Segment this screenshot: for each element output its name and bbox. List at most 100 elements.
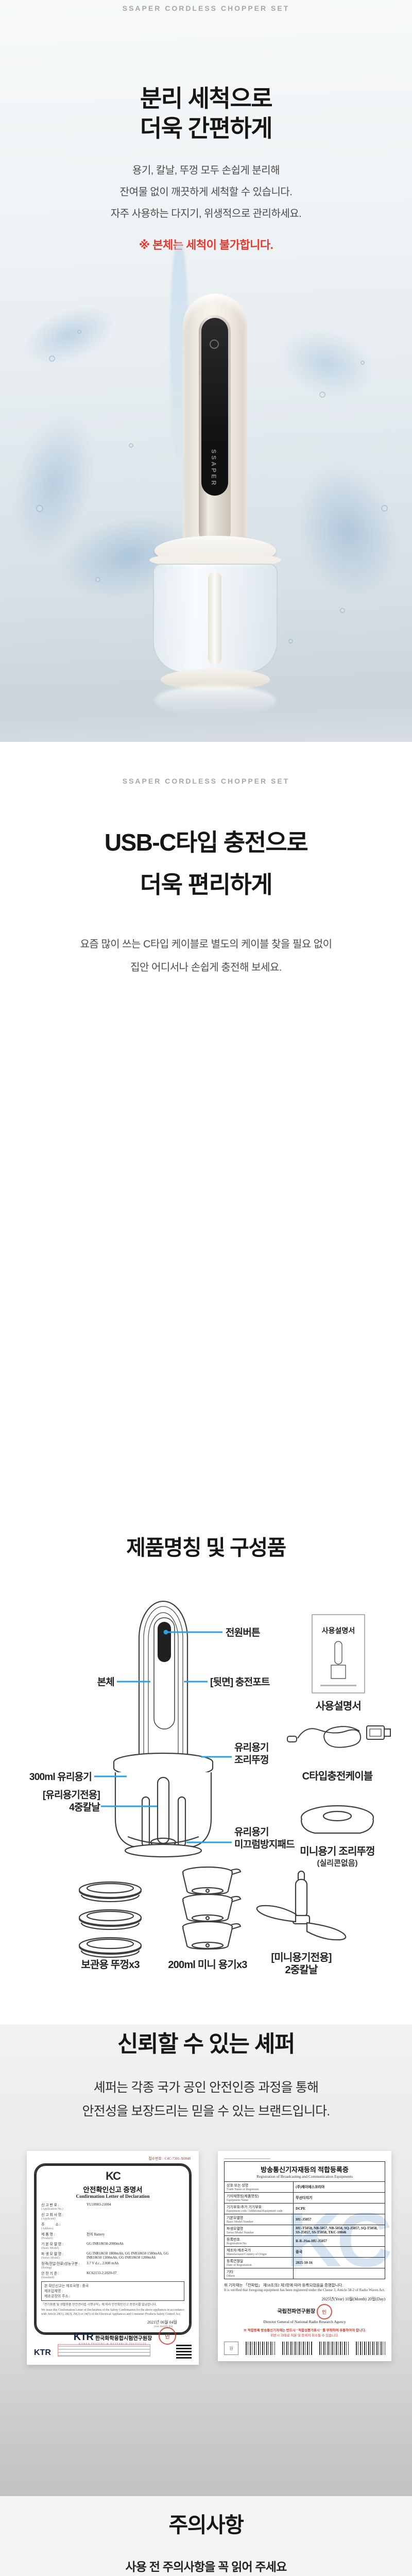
caption-mini-cups: 200ml 미니 용기x3 — [168, 1959, 247, 1971]
cert-left-date: 2021년 06월 04일 — [147, 2320, 177, 2325]
cert-left-fields: 신 고 번 호 :(Application No.) YU10903-21004… — [41, 2202, 184, 2279]
caption-mini-lid: 미니용기 조리뚜껑 — [300, 1845, 375, 1857]
cert-field-row: 신 고 번 호 :(Application No.) YU10903-21004 — [41, 2202, 111, 2211]
label-charge-port: [뒷면] 충전포트 — [210, 1676, 270, 1688]
section-parts: 제품명칭 및 구성품 전원버튼 본체 — [0, 1494, 412, 2025]
section-warnings: 주의사항 사용 전 주의사항을 꼭 읽어 주세요 -본 제품은 가정용으로, 지… — [0, 2496, 412, 2576]
cert-left-subtitle: Confirmation Letter of Declaration — [76, 2194, 150, 2199]
cert-legal-en: We issue this Confirmation Letter of Dec… — [41, 2309, 184, 2316]
cert-right-title: 방송통신기자재등의 적합등록증 — [261, 2166, 349, 2174]
hero-wash-title-line2: 더욱 간편하게 — [140, 115, 273, 142]
section-hero-wash: SSAPER CORDLESS CHOPPER SET 분리 세척으로 더욱 간… — [0, 0, 412, 742]
certificate-kc-declaration: 접수번호 : C4C-7301-X0848 KC 안전확인신고 증명서 Conf… — [27, 2151, 199, 2365]
cert-title: 신뢰할 수 있는 셰퍼 — [117, 2031, 296, 2057]
cert-statement-ko: 위 기자재는 「전파법」 제58조의2 제3항에 따라 등록되었음을 증명합니다… — [224, 2283, 344, 2287]
hero-wash-body-3: 자주 사용하는 다지기, 위생적으로 관리하세요. — [110, 208, 302, 219]
device-control-panel: SSAPER — [199, 315, 231, 547]
caption-cable: C타입충전케이블 — [302, 1770, 373, 1782]
power-button-icon — [210, 340, 219, 349]
barcode-strip: 원 — [224, 2342, 386, 2355]
certificate-radio-registration: KC 방송통신기자재등의 적합등록증 Registration of Broad… — [218, 2151, 392, 2361]
parts-title: 제품명칭 및 구성품 — [126, 1536, 286, 1560]
caption-mini-lid-sub: (실리콘없음) — [317, 1859, 358, 1868]
cert-field-row: 신 고 회 사 명 :(Applicant) — [41, 2213, 63, 2221]
cert-field-row: 기 본 모 델 명 :(Basic Model) GG INR18650-200… — [41, 2242, 124, 2250]
warnings-subtitle: 사용 전 주의사항을 꼭 읽어 주세요 — [125, 2560, 287, 2573]
label-glass-jar: 300ml 유리용기 — [29, 1771, 92, 1783]
label-glass-lid-2: 조리뚜껑 — [234, 1754, 269, 1766]
red-note-illegible — [58, 2344, 150, 2357]
mini-lid-icon — [300, 1805, 374, 1834]
dual-blade-icon — [256, 1870, 347, 1941]
hero-usb-title-line1: USB-C타입 충전으로 — [104, 829, 308, 856]
ktr-logo: KTR — [73, 2331, 94, 2343]
cert-field-row: 제 품 명 :(Product) 전지 Battery — [41, 2232, 105, 2240]
qr-code — [176, 2343, 192, 2359]
hero-wash-title-line1: 분리 세척으로 — [140, 85, 273, 112]
cert-origin-1: 본 확인신고는 제조국명 : 중국 — [44, 2284, 89, 2288]
ktr-org-name: 한국화학융합시험연구원장 — [95, 2336, 152, 2342]
ktr-logo-bottom: KTR — [34, 2348, 51, 2357]
label-blade4-1: [유리용기전용] — [43, 1789, 100, 1801]
label-glass-lid-1: 유리용기 — [234, 1742, 269, 1753]
kc-logo: KC — [106, 2170, 121, 2182]
diagram-power-button — [158, 1622, 171, 1662]
red-stamp: 인 — [159, 2327, 176, 2345]
cert-red-note-2: 위반시 과태료 처분 및 등록이 취소될 수 있습니다. — [270, 2334, 339, 2338]
diagram-antislip-pad — [124, 1843, 202, 1858]
label-body: 본체 — [97, 1676, 114, 1688]
hero-wash-red-note: ※ 본체는 세척이 불가합니다. — [139, 239, 273, 251]
cert-signer-en: Director General of National Radio Resea… — [263, 2319, 346, 2325]
cert-red-note-1: ※ 적합등록 방송통신기자재는 반드시 "적합성평가표시" 를 부착하여 유통하… — [243, 2329, 366, 2333]
label-pad-2: 미끄럼방지패드 — [234, 1839, 295, 1850]
parts-diagram: 전원버튼 본체 [뒷면] 충전포트 유리용기 조리뚜껑 300ml 유리용기 [… — [29, 1600, 391, 1976]
hero-wash-body-2: 잔여물 없이 깨끗하게 세척할 수 있습니다. — [119, 187, 293, 198]
storage-lids-icon — [78, 1881, 142, 1958]
cert-field-row: 안 전 기 준 :(Standard) KC62133-2:2020-07 — [41, 2271, 117, 2279]
caption-manual: 사용설명서 — [316, 1700, 361, 1712]
cert-body-2: 안전성을 보장드리는 믿을 수 있는 브랜드입니다. — [82, 2104, 331, 2119]
hero-usb-body-2: 집안 어디서나 손쉽게 충전해 보세요. — [130, 962, 282, 973]
warnings-title: 주의사항 — [168, 2513, 244, 2537]
manual-booklet-icon — [312, 1614, 365, 1693]
caption-storage-lids: 보관용 뚜껑x3 — [81, 1959, 140, 1971]
section-hero-usb: SSAPER CORDLESS CHOPPER SET USB-C타입 충전으로… — [0, 742, 412, 2224]
cert-right-subtitle: Registration of Broadcasting and Communi… — [256, 2174, 353, 2179]
cert-signer: 국립전파연구원장 인 — [224, 2304, 385, 2320]
brand-header: SSAPER CORDLESS CHOPPER SET — [122, 4, 290, 12]
section-certifications: 신뢰할 수 있는 셰퍼 셰퍼는 각종 국가 공인 안전인증 과정을 통해 안전성… — [0, 2025, 412, 2496]
red-stamp: 인 — [316, 2304, 332, 2320]
manual-booklet-title: 사용설명서 — [322, 1626, 355, 1635]
cert-origin-2: 제조업체명 : — [44, 2289, 63, 2293]
hero-usb-title-line2: 더욱 편리하게 — [140, 871, 273, 898]
diagram-device-body — [138, 1600, 188, 1758]
cert-table-row: 기자재명칭(제품명칭)Equipment Name 무선다지기 — [224, 2192, 385, 2204]
hero-wash-body-1: 용기, 칼날, 뚜껑 모두 손쉽게 분리해 — [132, 165, 280, 176]
cert-field-row: 파 생 모 델 명 :(Series Model) GG INR18650 18… — [41, 2251, 169, 2260]
cert-origin-3: 제조공장의 주소 : — [44, 2294, 71, 2298]
usb-cable-icon — [287, 1725, 391, 1748]
cert-body-1: 셰퍼는 각종 국가 공인 안전인증 과정을 통해 — [93, 2080, 319, 2095]
mini-cups-icon — [182, 1866, 242, 1950]
cert-left-title: 안전확인신고 증명서 — [83, 2186, 143, 2194]
brand-header: SSAPER CORDLESS CHOPPER SET — [122, 777, 290, 785]
cert-receipt-no: 접수번호 : C4C-7301-X0848 — [148, 2157, 191, 2161]
cert-right-date: 2025년(Year) 10월(Month) 20일(Day) — [321, 2297, 385, 2302]
device-logo-text: SSAPER — [210, 449, 217, 487]
hero-usb-body-1: 요즘 많이 쓰는 C타입 케이블로 별도의 케이블 찾을 필요 없이 — [80, 939, 332, 950]
label-blade4-2: 4중칼날 — [69, 1802, 100, 1813]
label-pad-1: 유리용기 — [234, 1826, 269, 1838]
caption-blade2-1: [미니용기전용] — [271, 1952, 331, 1963]
blade-shaft — [208, 572, 221, 665]
caption-blade2-2: 2중칼날 — [285, 1964, 318, 1976]
